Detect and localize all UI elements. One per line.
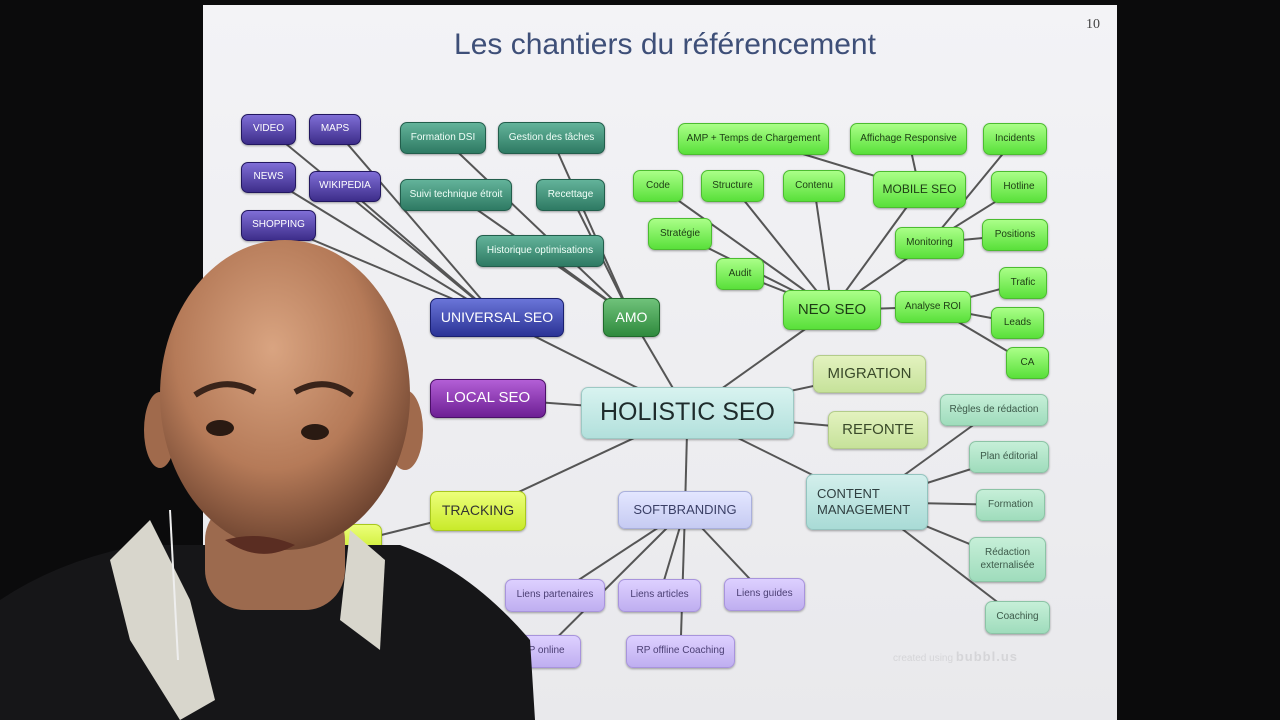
node-roi: Analyse ROI bbox=[895, 291, 971, 323]
node-code: Code bbox=[633, 170, 683, 202]
edge-neo-structure bbox=[731, 185, 833, 311]
page-number: 10 bbox=[1086, 17, 1100, 32]
node-incidents: Incidents bbox=[983, 123, 1047, 155]
node-holistic: HOLISTIC SEO bbox=[581, 387, 794, 439]
node-video: VIDEO bbox=[241, 114, 296, 145]
edge-neo-code bbox=[657, 185, 833, 311]
edge-universal-video bbox=[267, 128, 498, 319]
watermark: created using bubbl.us bbox=[893, 649, 1018, 664]
edge-universal-maps bbox=[334, 128, 498, 319]
node-wikipedia: WIKIPEDIA bbox=[309, 171, 381, 202]
node-affichage: Affichage Responsive bbox=[850, 123, 967, 155]
edge-universal-wikipedia bbox=[344, 185, 498, 319]
node-recettage: Recettage bbox=[536, 179, 605, 211]
node-shopping: SHOPPING bbox=[241, 210, 316, 241]
edge-neo-mobile bbox=[831, 188, 921, 311]
node-plan: Plan éditorial bbox=[969, 441, 1049, 473]
node-strategie: Stratégie bbox=[648, 218, 712, 250]
node-neo: NEO SEO bbox=[783, 290, 881, 330]
node-historique: Historique optimisations bbox=[476, 235, 604, 267]
node-amp: AMP + Temps de Chargement bbox=[678, 123, 829, 155]
edge-neo-contenu bbox=[813, 185, 833, 311]
edge-amo-formdsi bbox=[442, 137, 633, 319]
node-content: CONTENT MANAGEMENT bbox=[806, 474, 928, 530]
node-rpoffline: RP offline Coaching bbox=[626, 635, 735, 668]
node-structure: Structure bbox=[701, 170, 764, 202]
node-local: LOCAL SEO bbox=[430, 379, 546, 418]
node-news: NEWS bbox=[241, 162, 296, 193]
node-trackchild bbox=[340, 524, 382, 556]
edge-amo-gestion bbox=[550, 137, 633, 318]
node-hotline: Hotline bbox=[991, 171, 1047, 203]
node-trafic: Trafic bbox=[999, 267, 1047, 299]
node-redaction: Rédaction externalisée bbox=[969, 537, 1046, 582]
node-contenu: Contenu bbox=[783, 170, 845, 202]
edge-monitoring-incidents bbox=[928, 138, 1016, 244]
slide-title: Les chantiers du référencement bbox=[454, 28, 876, 61]
node-mobile: MOBILE SEO bbox=[873, 171, 966, 208]
node-lart: Liens articles bbox=[618, 579, 701, 612]
node-formdsi: Formation DSI bbox=[400, 122, 486, 154]
edge-softbranding-rponline bbox=[542, 509, 686, 653]
node-maps: MAPS bbox=[309, 114, 361, 145]
node-monitoring: Monitoring bbox=[895, 227, 964, 259]
node-audit: Audit bbox=[716, 258, 764, 290]
node-lpart: Liens partenaires bbox=[505, 579, 605, 612]
node-refonte: REFONTE bbox=[828, 411, 928, 449]
node-regles: Règles de rédaction bbox=[940, 394, 1048, 426]
node-ca: CA bbox=[1006, 347, 1049, 379]
node-softbranding: SOFTBRANDING bbox=[618, 491, 752, 529]
node-positions: Positions bbox=[982, 219, 1048, 251]
node-universal: UNIVERSAL SEO bbox=[430, 298, 564, 337]
node-coaching: Coaching bbox=[985, 601, 1050, 634]
node-gestion: Gestion des tâches bbox=[498, 122, 605, 154]
node-migration: MIGRATION bbox=[813, 355, 926, 393]
node-rponline: RP online bbox=[505, 635, 581, 668]
node-amo: AMO bbox=[603, 298, 660, 337]
node-leads: Leads bbox=[991, 307, 1044, 339]
node-tracking: TRACKING bbox=[430, 491, 526, 531]
node-formation: Formation bbox=[976, 489, 1045, 521]
node-lguides: Liens guides bbox=[724, 578, 805, 611]
node-suivi: Suivi technique étroit bbox=[400, 179, 512, 211]
